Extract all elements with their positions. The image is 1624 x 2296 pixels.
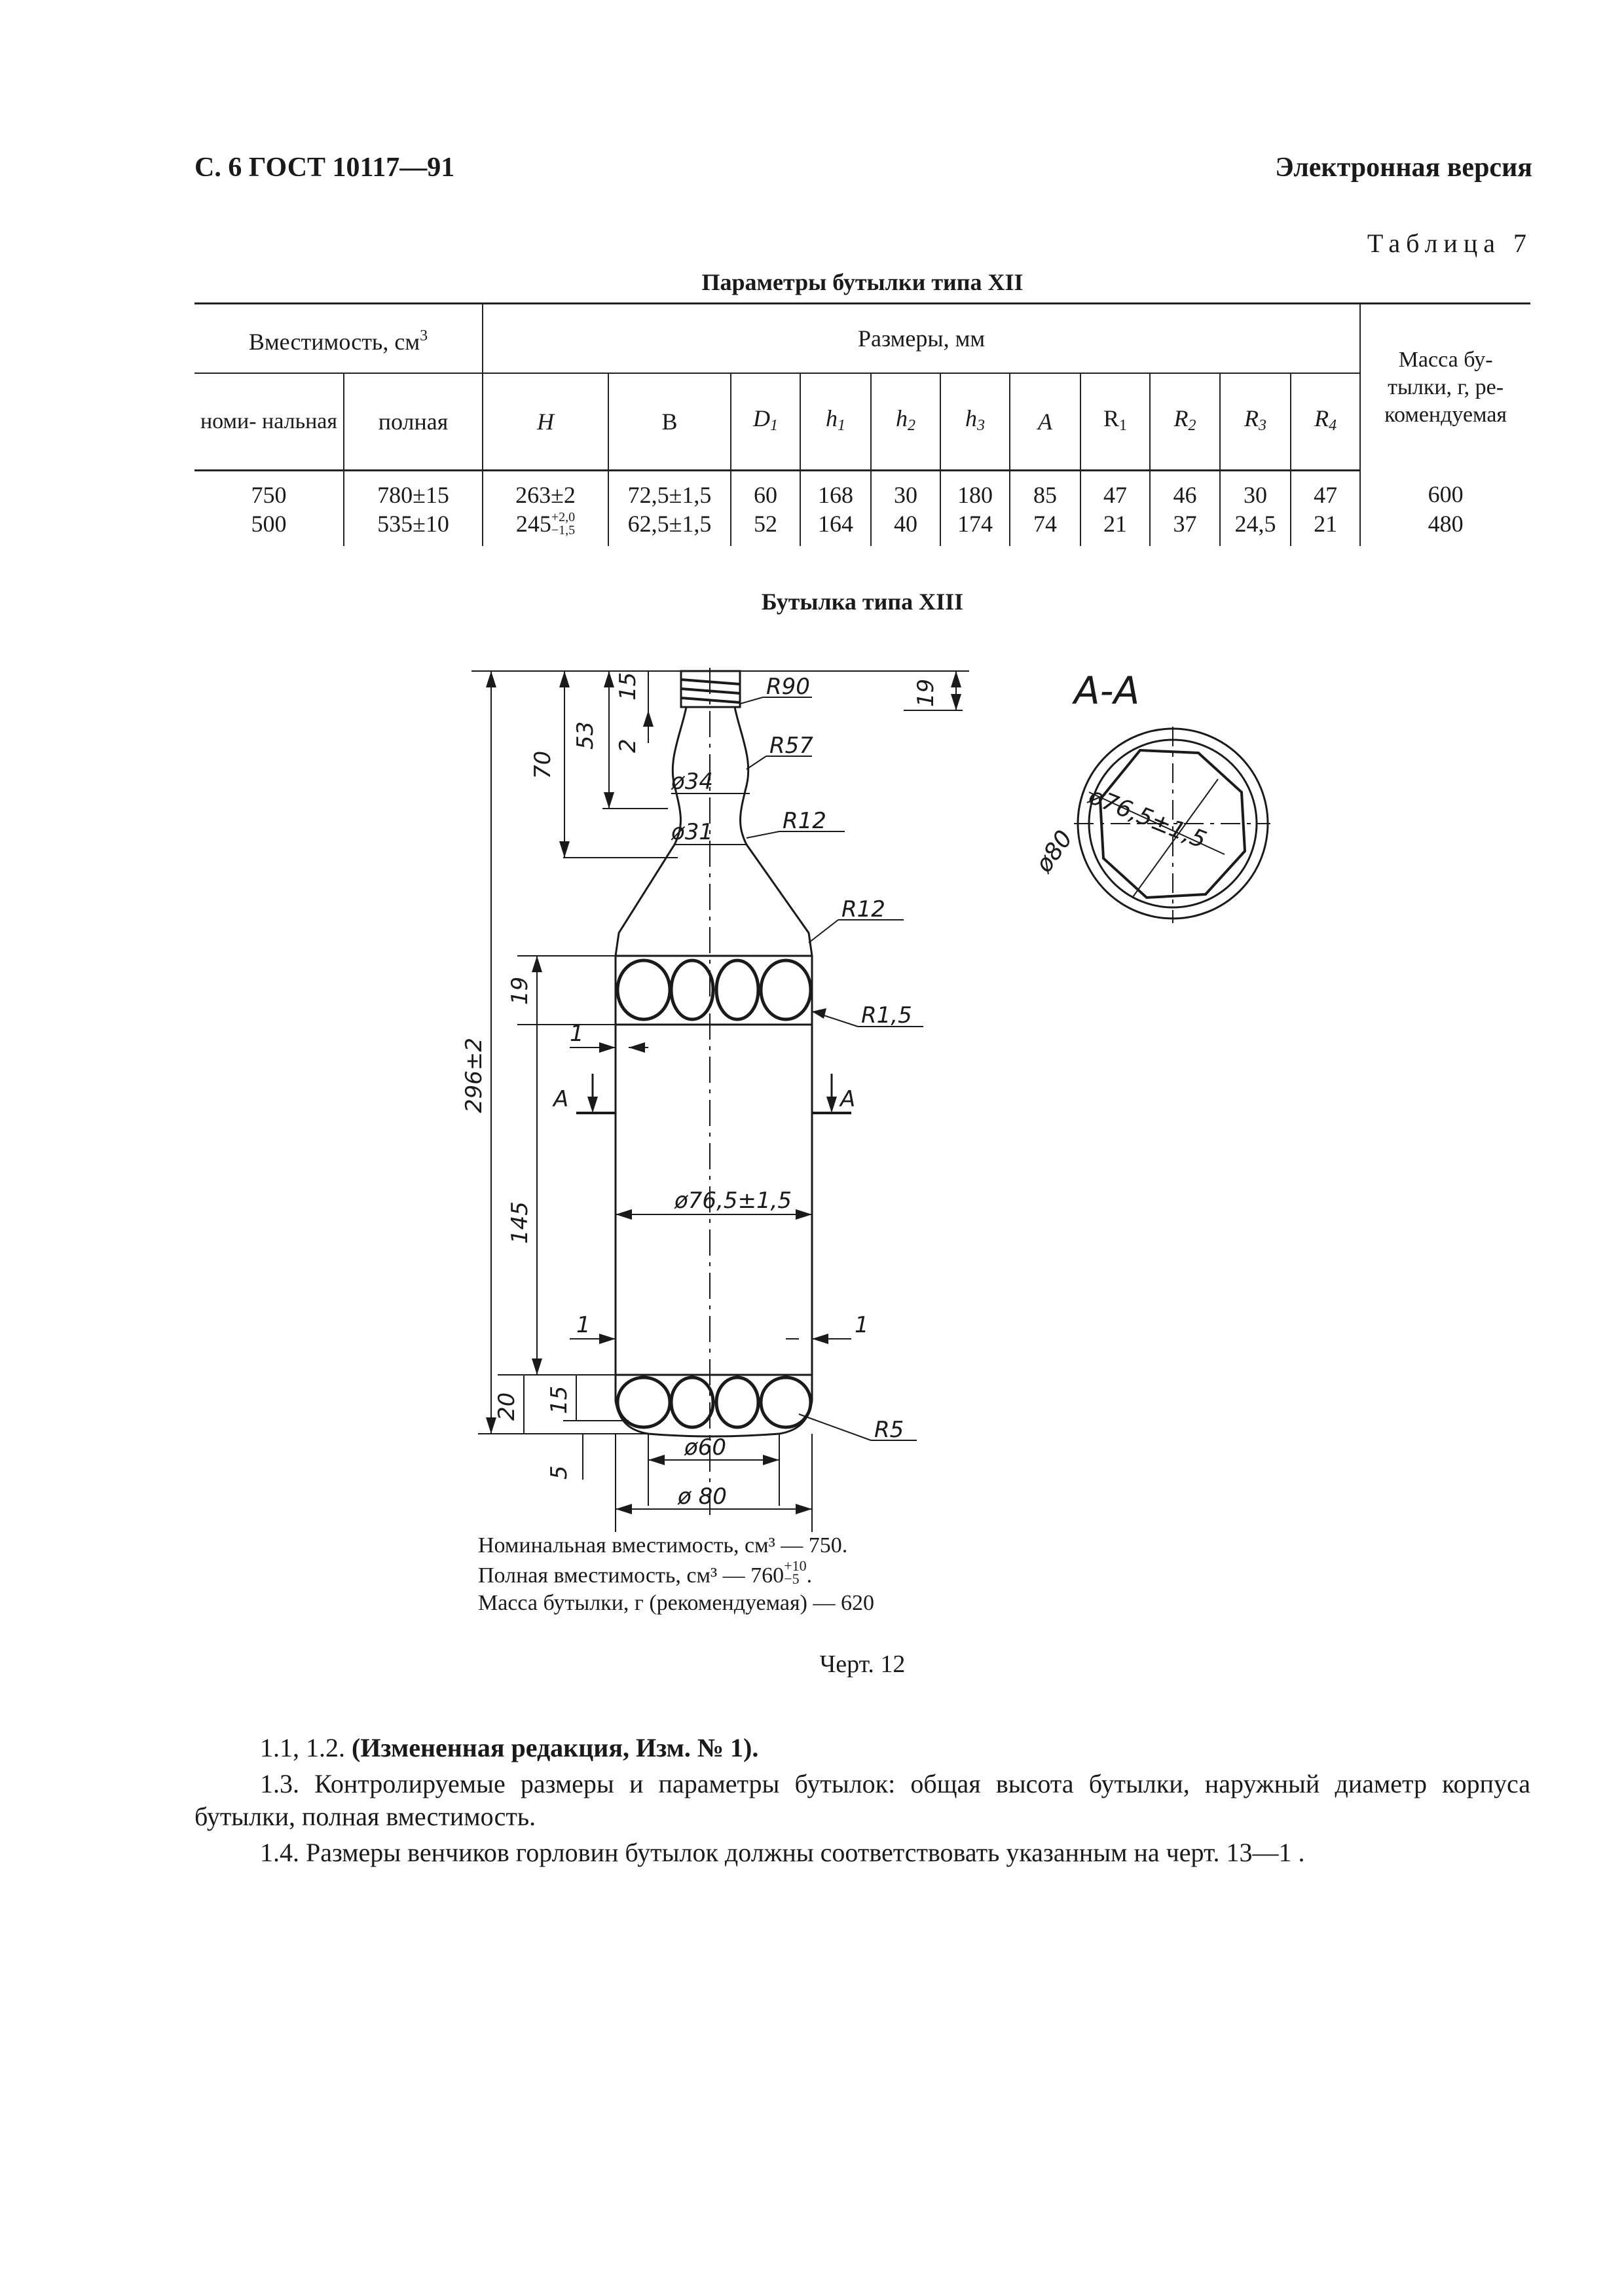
drawing-title: Бутылка типа XIII bbox=[761, 589, 964, 615]
mass-header: Масса бу- тылки, г, ре- комендуемая bbox=[1359, 302, 1531, 471]
table-row: 750 780±15 263±2 72,5±1,5 60 168 30 180 … bbox=[194, 470, 1531, 509]
dim-r57: R57 bbox=[769, 733, 813, 759]
dim-20: 20 bbox=[494, 1393, 520, 1421]
dim-1-b: 1 bbox=[576, 1312, 591, 1338]
header-h3: h3 bbox=[940, 373, 1010, 471]
header-h2: h2 bbox=[870, 373, 941, 471]
header-full: полная bbox=[343, 373, 483, 471]
dim-phi76-5: ø76,5±1,5 bbox=[674, 1188, 792, 1214]
dim-1-c: 1 bbox=[855, 1312, 869, 1338]
header-nominal: номи- нальная bbox=[194, 373, 344, 471]
note-nominal-capacity: Номинальная вместимость, см³ — 750. bbox=[478, 1533, 848, 1558]
sizes-group-header: Размеры, мм bbox=[481, 302, 1361, 373]
table-caption: Таблица 7 bbox=[1367, 228, 1532, 258]
header-H: H bbox=[482, 373, 609, 471]
dim-15-top: 15 bbox=[615, 672, 641, 701]
header-A: A bbox=[1009, 373, 1081, 471]
paragraph-1-4: 1.4. Размеры венчиков горловин бутылок д… bbox=[260, 1838, 1305, 1867]
dim-phi34: ø34 bbox=[671, 769, 713, 795]
dim-5: 5 bbox=[546, 1465, 572, 1480]
paragraph-1-3: 1.3. Контролируемые размеры и параметры … bbox=[194, 1769, 1530, 1831]
header-B: B bbox=[608, 373, 731, 471]
dim-phi31: ø31 bbox=[671, 819, 713, 845]
header-h1: h1 bbox=[800, 373, 872, 471]
table-title: Параметры бутылки типа XII bbox=[701, 269, 1024, 295]
figure-caption: Черт. 12 bbox=[819, 1650, 906, 1678]
dim-phi80: ø 80 bbox=[677, 1484, 727, 1510]
page-header-right: Электронная версия bbox=[1275, 153, 1532, 183]
dim-296: 296±2 bbox=[461, 1038, 487, 1113]
dim-19: 19 bbox=[507, 977, 533, 1005]
page-header-left: С. 6 ГОСТ 10117—91 bbox=[194, 153, 455, 183]
section-label: А-А bbox=[1071, 668, 1139, 713]
dim-phi60: ø60 bbox=[684, 1434, 726, 1461]
bottle-drawing: 296±2 70 53 15 2 19 R90 R57 ø34 ø31 R12 … bbox=[461, 668, 1270, 1532]
dim-2: 2 bbox=[615, 738, 641, 753]
capacity-group-header: Вместимость, см3 bbox=[194, 302, 483, 373]
dim-r90: R90 bbox=[766, 674, 810, 700]
section-phi80: ø80 bbox=[1030, 826, 1078, 878]
header-R4: R4 bbox=[1289, 373, 1361, 471]
header-R2: R2 bbox=[1149, 373, 1221, 471]
dim-19-top: 19 bbox=[913, 679, 939, 707]
section-arrow-a-right: A bbox=[839, 1086, 855, 1112]
dim-1-a: 1 bbox=[570, 1021, 584, 1047]
note-full-capacity: Полная вместимость, см³ — 760+10−5. bbox=[478, 1558, 813, 1588]
parameters-table: Вместимость, см3 Размеры, мм Масса бу- т… bbox=[194, 302, 1531, 546]
paragraph-1-1: 1.1, 1.2. (Измененная редакция, Изм. № 1… bbox=[260, 1733, 759, 1762]
dim-145: 145 bbox=[507, 1201, 533, 1244]
dim-15: 15 bbox=[546, 1386, 572, 1414]
dim-53: 53 bbox=[572, 721, 599, 750]
dim-70: 70 bbox=[530, 751, 556, 779]
dim-r12-a: R12 bbox=[783, 808, 826, 834]
header-R3: R3 bbox=[1219, 373, 1291, 471]
section-view bbox=[1074, 727, 1270, 923]
table-row: 500 535±10 245+2,0−1,5 62,5±1,5 52 164 4… bbox=[194, 509, 1531, 546]
header-R1: R1 bbox=[1080, 373, 1151, 471]
note-mass: Масса бутылки, г (рекомендуемая) — 620 bbox=[478, 1591, 874, 1615]
section-arrow-a-left: A bbox=[552, 1086, 568, 1112]
dim-r12-b: R12 bbox=[841, 896, 885, 922]
header-D1: D1 bbox=[730, 373, 801, 471]
dim-r5: R5 bbox=[874, 1417, 904, 1443]
dim-r1-5: R1,5 bbox=[861, 1002, 912, 1029]
